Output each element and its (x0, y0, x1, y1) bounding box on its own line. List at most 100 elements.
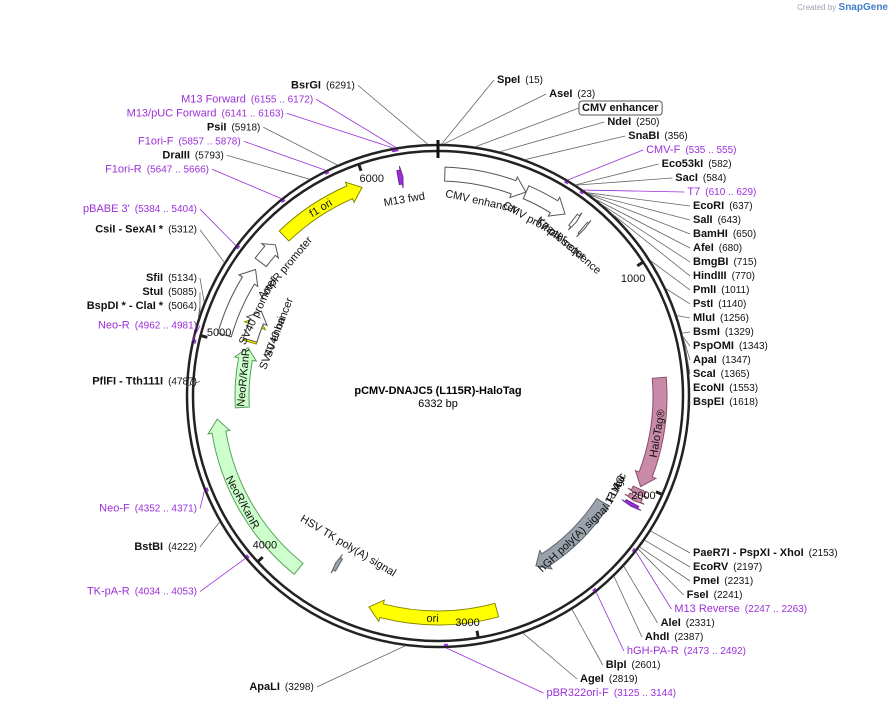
feature-arrow[interactable] (444, 166, 527, 199)
tick-label: 2000 (631, 490, 655, 502)
enzyme-site-label[interactable]: BstBI(4222) (134, 541, 197, 553)
enzyme-site-label[interactable]: SnaBI(356) (628, 130, 688, 142)
enzyme-site-label[interactable]: EcoRV(2197) (693, 561, 762, 573)
site-position: (2601) (632, 660, 661, 671)
enzyme-site-label[interactable]: FseI(2241) (687, 589, 743, 601)
enzyme-site-label[interactable]: EcoNI(1553) (693, 382, 758, 394)
feature-arrow[interactable] (396, 166, 404, 188)
enzyme-site-label[interactable]: AleI(2331) (661, 617, 715, 629)
enzyme-site-label[interactable]: DraIII(5793) (162, 149, 223, 161)
enzyme-site-label[interactable]: PsiI(5918) (207, 121, 260, 133)
site-name: PmeI (693, 575, 719, 587)
feature-arrow[interactable] (242, 310, 268, 343)
site-name: BlpI (606, 659, 627, 671)
enzyme-site-label[interactable]: SpeI(15) (497, 74, 543, 86)
enzyme-site-label[interactable]: PaeR7I - PspXI - XhoI(2153) (693, 547, 838, 559)
plasmid-name: pCMV-DNAJC5 (L115R)-HaloTag (354, 385, 521, 397)
enzyme-site-label[interactable]: Eco53kI(582) (662, 158, 732, 170)
site-name: BstBI (134, 541, 163, 553)
feature-arrow[interactable] (567, 212, 583, 231)
enzyme-site-label[interactable]: BlpI (2601) (606, 659, 661, 671)
enzyme-site-label[interactable]: StuI(5085) (142, 286, 197, 298)
site-position: (5857 .. 5878) (178, 136, 240, 147)
primer-label[interactable]: hGH-PA-R(2473 .. 2492) (627, 645, 746, 657)
feature-arrow[interactable] (634, 376, 668, 488)
site-position: (2241) (714, 590, 743, 601)
enzyme-site-label[interactable]: EcoRI(637) (693, 200, 753, 212)
primer-mark (205, 487, 209, 492)
enzyme-site-label[interactable]: SacI(584) (675, 172, 726, 184)
feature-arrow[interactable] (368, 599, 500, 626)
feature-arrow[interactable] (330, 554, 344, 574)
primer-label[interactable]: Neo-R(4962 .. 4981) (98, 320, 197, 332)
feature-callout[interactable]: CMV enhancer (582, 102, 659, 114)
enzyme-site-label[interactable]: BsrGI(6291) (291, 79, 355, 91)
feature-arrow[interactable] (624, 492, 645, 505)
feature-label: ori (426, 613, 439, 625)
site-name: TK-pA-R (87, 586, 130, 598)
enzyme-site-label[interactable]: HindIII(770) (693, 270, 755, 282)
enzyme-site-label[interactable]: PspOMI(1343) (693, 340, 768, 352)
site-name: BspEI (693, 396, 724, 408)
feature-arrow[interactable] (233, 346, 258, 409)
enzyme-site-label[interactable]: PmlI(1011) (693, 284, 749, 296)
enzyme-site-label[interactable]: SfiI(5134) (146, 272, 197, 284)
feature-arrow[interactable] (254, 242, 280, 268)
tick-label: 3000 (455, 617, 479, 629)
enzyme-site-label[interactable]: PmeI(2231) (693, 575, 753, 587)
site-leader-line (639, 546, 691, 582)
feature-arrow[interactable] (522, 185, 566, 217)
site-leader-line (315, 98, 397, 148)
primer-label[interactable]: pBR322ori-F(3125 .. 3144) (546, 687, 676, 699)
primer-label[interactable]: F1ori-R(5647 .. 5666) (105, 163, 209, 175)
feature-arrow[interactable] (627, 485, 648, 499)
enzyme-site-label[interactable]: BamHI(650) (693, 228, 756, 240)
feature-arrow[interactable] (621, 498, 642, 511)
enzyme-site-label[interactable]: NdeI(250) (607, 116, 659, 128)
enzyme-site-label[interactable]: ApaI(1347) (693, 354, 751, 366)
enzyme-site-label[interactable]: BsmI(1329) (693, 326, 754, 338)
enzyme-site-label[interactable]: AhdI(2387) (645, 631, 703, 643)
primer-label[interactable]: M13 Forward(6155 .. 6172) (181, 93, 313, 105)
primer-label[interactable]: T7(610 .. 629) (687, 186, 756, 198)
primer-label[interactable]: pBABE 3'(5384 .. 5404) (83, 203, 197, 215)
enzyme-site-label[interactable]: BmgBI(715) (693, 256, 757, 268)
site-position: (1553) (729, 383, 758, 394)
site-position: (5384 .. 5404) (135, 204, 197, 215)
enzyme-site-label[interactable]: PflFI - Tth111I(4787) (92, 375, 197, 387)
feature-arrow[interactable] (535, 497, 610, 570)
site-leader-line (650, 530, 691, 554)
feature-arrow[interactable] (278, 181, 363, 242)
enzyme-site-label[interactable]: AseI(23) (549, 88, 595, 100)
enzyme-site-label[interactable]: BspEI(1618) (693, 396, 758, 408)
enzyme-site-label[interactable]: MluI(1256) (693, 312, 749, 324)
feature-arrow[interactable] (217, 268, 259, 338)
site-name: PstI (693, 298, 713, 310)
primer-label[interactable]: TK-pA-R(4034 .. 4053) (87, 586, 197, 598)
enzyme-site-label[interactable]: ScaI(1365) (693, 368, 750, 380)
site-position: (2473 .. 2492) (684, 646, 746, 657)
primer-label[interactable]: Neo-F(4352 .. 4371) (99, 503, 197, 515)
enzyme-site-label[interactable]: AgeI(2819) (580, 673, 638, 685)
primer-label[interactable]: CMV-F(535 .. 555) (646, 144, 736, 156)
site-name: CMV-F (646, 144, 681, 156)
enzyme-site-label[interactable]: SalI(643) (693, 214, 741, 226)
primer-label[interactable]: M13 Reverse(2247 .. 2263) (674, 603, 807, 615)
feature-arrow[interactable] (207, 418, 304, 575)
site-name: Neo-F (99, 503, 130, 515)
feature-arrow[interactable] (576, 219, 592, 238)
enzyme-site-label[interactable]: ApaLI(3298) (249, 681, 313, 693)
primer-mark (579, 190, 584, 195)
primer-label[interactable]: M13/pUC Forward(6141 .. 6163) (127, 107, 284, 119)
enzyme-site-label[interactable]: BspDI * - ClaI *(5064) (87, 300, 197, 312)
primer-label[interactable]: F1ori-F(5857 .. 5878) (138, 135, 241, 147)
enzyme-site-label[interactable]: CsiI - SexAI *(5312) (95, 224, 197, 236)
site-position: (1343) (739, 341, 768, 352)
site-leader-line (644, 539, 691, 568)
primer-mark (631, 547, 636, 553)
enzyme-site-label[interactable]: PstI(1140) (693, 298, 746, 310)
site-position: (1365) (721, 369, 750, 380)
enzyme-site-label[interactable]: AfeI(680) (693, 242, 742, 254)
site-leader-line (575, 163, 659, 186)
